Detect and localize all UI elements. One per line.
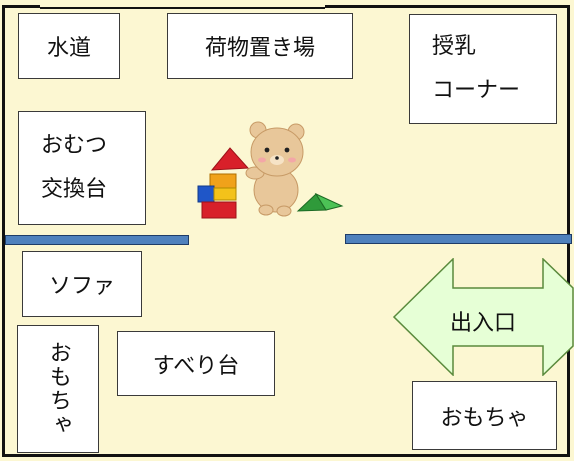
nursing-corner-label-line1: 授乳 (432, 34, 477, 59)
sofa-area-label: ソファ (48, 274, 115, 299)
diaper-changing-station: おむつ 交換台 (18, 111, 146, 225)
partition-left (5, 235, 189, 245)
toy-area-left-label: おもちゃ (45, 341, 71, 437)
slide-area: すべり台 (117, 331, 275, 396)
luggage-area: 荷物置き場 (167, 13, 353, 79)
nursing-corner: 授乳 コーナー (409, 14, 557, 124)
diaper-station-label-line1: おむつ (41, 133, 108, 158)
luggage-area-label: 荷物置き場 (204, 36, 315, 61)
nursing-corner-label-line2: コーナー (432, 78, 521, 103)
entrance-arrow-icon (393, 258, 574, 376)
top-doorway (40, 0, 325, 9)
bear-with-toy-blocks-icon (197, 121, 344, 219)
toy-area-right: おもちゃ (412, 381, 557, 450)
water-area-label: 水道 (46, 36, 91, 61)
sofa-area: ソファ (22, 251, 142, 317)
toy-area-left: おもちゃ (17, 325, 99, 453)
partition-right (345, 234, 572, 244)
toy-area-right-label: おもちゃ (440, 405, 529, 431)
entrance-label: 出入口 (449, 311, 516, 336)
diaper-station-label-line2: 交換台 (41, 177, 108, 202)
water-area: 水道 (18, 13, 120, 79)
slide-area-label: すべり台 (152, 353, 240, 379)
